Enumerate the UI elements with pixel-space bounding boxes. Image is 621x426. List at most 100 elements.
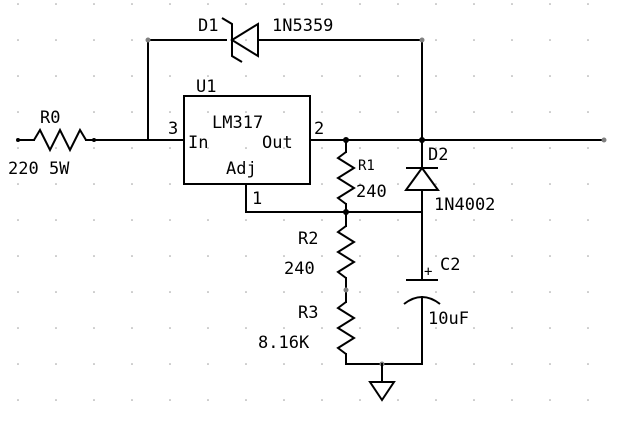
grid-dot (435, 147, 437, 149)
r0-value-label: 220 5W (8, 159, 70, 179)
r0-ref-label: R0 (40, 108, 60, 128)
d2-ref-label: D2 (428, 145, 448, 165)
grid-dot (397, 255, 399, 257)
grid-dot (93, 291, 95, 293)
grid-dot (435, 291, 437, 293)
grid-dot (55, 183, 57, 185)
grid-dot (359, 3, 361, 5)
grid-dot (169, 363, 171, 365)
grid-dot (131, 3, 133, 5)
grid-dot (473, 291, 475, 293)
r1-value-label: 240 (356, 182, 387, 202)
grid-dot (93, 75, 95, 77)
c2-ref-label: C2 (440, 255, 460, 275)
grid-dot (549, 183, 551, 185)
grid-dot (435, 255, 437, 257)
resistor-r3[interactable] (336, 301, 356, 365)
grid-dot (587, 327, 589, 329)
diode-d2[interactable] (404, 139, 440, 213)
grid-dot (131, 75, 133, 77)
grid-dot (587, 291, 589, 293)
grid-dot (17, 219, 19, 221)
grid-dot (549, 147, 551, 149)
grid-dot (169, 183, 171, 185)
grid-dot (283, 111, 285, 113)
grid-dot (131, 219, 133, 221)
grid-dot (321, 291, 323, 293)
grid-dot (131, 39, 133, 41)
resistor-r2[interactable] (336, 211, 356, 303)
grid-dot (511, 219, 513, 221)
grid-dot (321, 3, 323, 5)
grid-dot (511, 39, 513, 41)
grid-dot (93, 39, 95, 41)
grid-dot (55, 255, 57, 257)
grid-dot (283, 219, 285, 221)
grid-dot (131, 399, 133, 401)
grid-dot (17, 147, 19, 149)
grid-dot (17, 327, 19, 329)
grid-dot (207, 327, 209, 329)
grid-dot (435, 219, 437, 221)
grid-dot (169, 219, 171, 221)
grid-dot (435, 75, 437, 77)
u1-pin-out-number: 2 (314, 119, 324, 139)
resistor-r1[interactable] (336, 139, 356, 213)
grid-dot (359, 111, 361, 113)
grid-dot (17, 39, 19, 41)
grid-dot (321, 147, 323, 149)
grid-dot (435, 327, 437, 329)
grid-dot (245, 219, 247, 221)
grid-dot (321, 255, 323, 257)
grid-dot (511, 75, 513, 77)
grid-dot (131, 111, 133, 113)
grid-dot (473, 111, 475, 113)
grid-dot (435, 111, 437, 113)
grid-dot (511, 3, 513, 5)
grid-dot (55, 3, 57, 5)
grid-dot (131, 363, 133, 365)
grid-dot (207, 111, 209, 113)
grid-dot (55, 291, 57, 293)
grid-dot (169, 75, 171, 77)
grid-dot (473, 147, 475, 149)
grid-dot (587, 75, 589, 77)
grid-dot (17, 291, 19, 293)
capacitor-c2[interactable] (403, 211, 441, 365)
grid-dot (93, 111, 95, 113)
u1-ref-label: U1 (196, 77, 216, 97)
grid-dot (587, 39, 589, 41)
grid-dot (549, 219, 551, 221)
grid-dot (169, 327, 171, 329)
grid-dot (473, 75, 475, 77)
grid-dot (131, 183, 133, 185)
grid-dot (549, 255, 551, 257)
grid-dot (549, 399, 551, 401)
grid-dot (93, 363, 95, 365)
r3-ref-label: R3 (298, 303, 318, 323)
r1-ref-label: R1 (358, 158, 375, 174)
grid-dot (93, 219, 95, 221)
grid-dot (511, 399, 513, 401)
grid-dot (321, 363, 323, 365)
grid-dot (321, 399, 323, 401)
grid-dot (321, 219, 323, 221)
grid-dot (245, 75, 247, 77)
d1-ref-label: D1 (198, 16, 218, 36)
grid-dot (549, 39, 551, 41)
grid-dot (169, 255, 171, 257)
u1-pin-in-number: 3 (168, 119, 178, 139)
grid-dot (321, 75, 323, 77)
grid-dot (587, 183, 589, 185)
grid-dot (473, 399, 475, 401)
grid-dot (359, 327, 361, 329)
diode-d1[interactable] (145, 17, 425, 141)
grid-dot (17, 255, 19, 257)
d2-part-label: 1N4002 (434, 195, 495, 215)
resistor-r0[interactable] (16, 127, 149, 153)
grid-dot (283, 147, 285, 149)
grid-dot (245, 291, 247, 293)
grid-dot (435, 363, 437, 365)
grid-dot (55, 219, 57, 221)
grid-dot (511, 291, 513, 293)
